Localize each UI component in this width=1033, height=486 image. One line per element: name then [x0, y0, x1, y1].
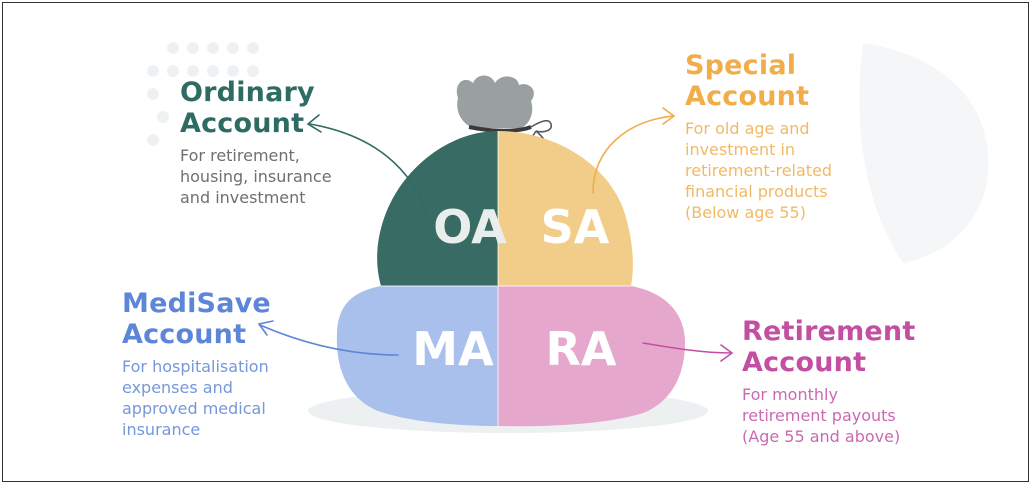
ordinary-account-description: For retirement, housing, insurance and i… [180, 145, 332, 208]
cpf-bag-illustration: OA SA MA RA [147, 42, 989, 433]
description-line: approved medical [122, 399, 266, 418]
ra-arrow [642, 342, 734, 362]
description-line: (Age 55 and above) [742, 427, 901, 446]
title-line: Ordinary [180, 77, 315, 108]
ma-section [336, 286, 498, 426]
sa-section [498, 131, 633, 286]
description-line: financial products [685, 182, 828, 201]
title-line: Account [122, 319, 247, 350]
description-line: housing, insurance [180, 167, 332, 186]
description-line: expenses and [122, 378, 233, 397]
medisave-account-label: MediSave Account For hospitalisation exp… [122, 288, 271, 440]
special-account-title: Special Account [685, 50, 832, 112]
title-line: Retirement [742, 316, 916, 347]
background-blob [859, 43, 989, 263]
description-line: investment in [685, 140, 796, 159]
title-line: Account [180, 108, 305, 139]
description-line: For hospitalisation [122, 357, 269, 376]
ordinary-account-label: Ordinary Account For retirement, housing… [180, 77, 332, 208]
bag-knot [456, 75, 553, 150]
description-line: For old age and [685, 119, 810, 138]
title-line: MediSave [122, 288, 271, 319]
oa-abbr: OA [433, 200, 507, 254]
sa-abbr: SA [541, 200, 610, 254]
retirement-account-label: Retirement Account For monthly retiremen… [742, 316, 915, 447]
medisave-account-title: MediSave Account [122, 288, 271, 350]
ra-abbr: RA [545, 322, 616, 376]
description-line: insurance [122, 420, 201, 439]
special-account-description: For old age and investment in retirement… [685, 118, 832, 223]
sa-arrow [592, 107, 676, 194]
description-line: For retirement, [180, 146, 300, 165]
title-line: Special [685, 50, 797, 81]
ma-abbr: MA [412, 322, 494, 376]
special-account-label: Special Account For old age and investme… [685, 50, 832, 223]
description-line: (Below age 55) [685, 203, 806, 222]
description-line: retirement payouts [742, 406, 896, 425]
title-line: Account [685, 81, 810, 112]
description-line: and investment [180, 188, 306, 207]
ordinary-account-title: Ordinary Account [180, 77, 332, 139]
oa-arrow [306, 114, 429, 219]
ra-section [498, 286, 685, 427]
retirement-account-description: For monthly retirement payouts (Age 55 a… [742, 384, 915, 447]
medisave-account-description: For hospitalisation expenses and approve… [122, 356, 271, 440]
title-line: Account [742, 347, 867, 378]
ma-arrow [257, 320, 399, 356]
oa-section [377, 131, 498, 286]
retirement-account-title: Retirement Account [742, 316, 915, 378]
background-dots [147, 42, 259, 146]
description-line: For monthly [742, 385, 838, 404]
description-line: retirement-related [685, 161, 833, 180]
